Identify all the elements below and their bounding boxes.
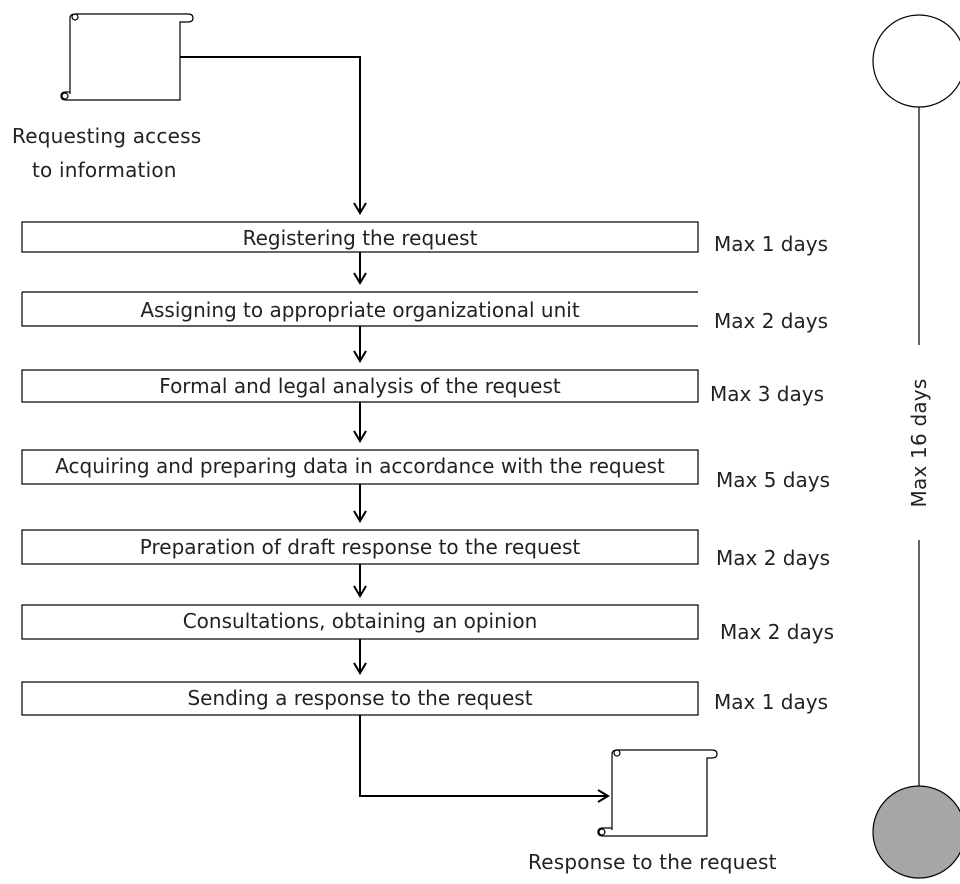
timeline-start-circle — [872, 14, 960, 108]
timeline-total-label: Max 16 days — [907, 378, 931, 508]
step-label-7: Sending a response to the request — [187, 686, 533, 710]
step-duration-3: Max 3 days — [710, 382, 824, 406]
step-label-6: Consultations, obtaining an opinion — [182, 609, 538, 633]
end-document-label: Response to the request — [528, 850, 777, 874]
connector-start — [180, 56, 367, 215]
step-label-2: Assigning to appropriate organizational … — [140, 298, 580, 322]
step-box-4 — [21, 449, 699, 485]
step-box-5 — [21, 529, 699, 565]
step-box-1 — [21, 221, 699, 253]
document-icon-start — [60, 13, 194, 101]
step-duration-6: Max 2 days — [720, 620, 834, 644]
step-duration-2: Max 2 days — [714, 309, 828, 333]
start-document-label-line-1: Requesting access — [12, 124, 202, 148]
step-duration-1: Max 1 days — [714, 232, 828, 256]
step-label-4: Acquiring and preparing data in accordan… — [55, 454, 665, 478]
step-label-3: Formal and legal analysis of the request — [159, 374, 561, 398]
start-document-label-line-2: to information — [32, 158, 177, 182]
connector-end — [359, 715, 610, 803]
step-box-3 — [21, 369, 699, 403]
step-duration-7: Max 1 days — [714, 690, 828, 714]
step-box-6 — [21, 604, 699, 640]
step-box-2 — [21, 291, 698, 327]
document-icon-end — [597, 749, 718, 837]
step-label-1: Registering the request — [242, 226, 478, 250]
step-duration-4: Max 5 days — [716, 468, 830, 492]
timeline-end-circle — [872, 785, 960, 879]
step-duration-5: Max 2 days — [716, 546, 830, 570]
step-label-5: Preparation of draft response to the req… — [139, 535, 581, 559]
